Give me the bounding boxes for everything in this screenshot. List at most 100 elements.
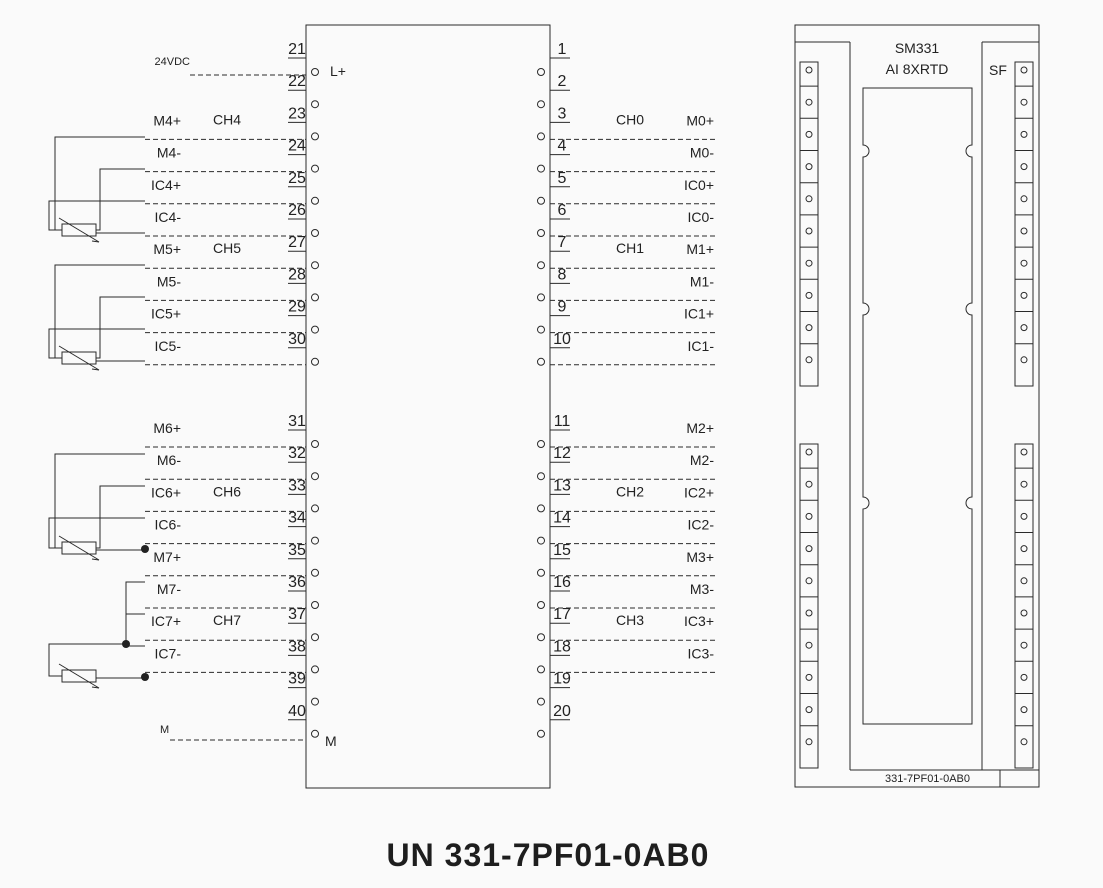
- pin-number: 2: [558, 73, 567, 90]
- screw-terminal-icon: [1020, 577, 1028, 585]
- terminal-32-icon: [311, 472, 319, 481]
- sensor-wire: [48, 200, 145, 231]
- pin-number: 1: [558, 41, 567, 58]
- pin-number: 25: [288, 170, 306, 187]
- signal-label: M3-: [690, 581, 714, 597]
- terminal-26-icon: [311, 229, 319, 237]
- pin-number: 30: [288, 331, 306, 348]
- supply-minus-label: M: [325, 733, 337, 749]
- sensor-wire: [96, 485, 145, 549]
- terminal-5-icon: [537, 196, 545, 205]
- signal-label: M6+: [153, 420, 181, 436]
- ground-label: M: [160, 724, 169, 736]
- terminal-29-icon: [311, 325, 319, 334]
- terminal-11-icon: [537, 440, 545, 448]
- terminal-18-icon: [537, 665, 545, 674]
- terminal-37-icon: [311, 633, 319, 642]
- terminal-row-40: 40: [288, 703, 319, 738]
- terminal-30-icon: [311, 357, 319, 366]
- screw-terminal-icon: [805, 195, 813, 203]
- rtd-arrow-head: [91, 368, 100, 371]
- pin-number: 8: [558, 266, 567, 283]
- channel-label: CH0: [616, 111, 644, 127]
- module-front-view: SM331 AI 8XRTD SF 331-7PF01-0AB0: [794, 24, 1040, 788]
- screw-terminal-icon: [1020, 356, 1028, 364]
- rtd-sensor-icon: [58, 663, 100, 689]
- screw-terminal-icon: [1020, 163, 1028, 171]
- screw-terminal-icon: [805, 641, 813, 649]
- screw-terminal-icon: [805, 448, 813, 456]
- terminal-9-icon: [537, 325, 545, 334]
- signal-label: IC1-: [688, 338, 715, 354]
- screw-terminal-icon: [1020, 512, 1028, 520]
- pin-number: 34: [288, 510, 306, 527]
- terminal-7-icon: [537, 261, 545, 270]
- signal-label: IC5-: [155, 338, 182, 354]
- signal-label: M6-: [157, 452, 181, 468]
- channel-label: CH6: [213, 483, 241, 499]
- junction-dot: [122, 640, 130, 648]
- pin-number: 31: [288, 413, 306, 430]
- rtd-arrow-head: [91, 558, 100, 561]
- terminal-33-icon: [311, 504, 319, 513]
- screw-terminal-icon: [1020, 706, 1028, 714]
- pin-number: 26: [288, 202, 306, 219]
- left-lower-strip: [799, 443, 819, 769]
- pin-number: 12: [553, 445, 571, 462]
- module-type-label: AI 8XRTD: [886, 61, 949, 77]
- pin-number: 11: [554, 413, 571, 430]
- terminal-8-icon: [537, 293, 545, 302]
- pin-number: 33: [288, 477, 306, 494]
- screw-terminal-icon: [805, 738, 813, 746]
- terminal-22-icon: [311, 100, 319, 109]
- rtd-body: [61, 223, 97, 237]
- terminal-39-icon: [311, 697, 319, 706]
- signal-label: M7+: [153, 549, 181, 565]
- pin-number: 13: [553, 477, 571, 494]
- terminal-6-icon: [537, 229, 545, 237]
- pin-number: 38: [288, 638, 306, 655]
- pin-number: 20: [553, 703, 571, 720]
- screw-terminal-icon: [1020, 738, 1028, 746]
- signal-label: IC6+: [151, 484, 181, 500]
- signal-label: M5-: [157, 273, 181, 289]
- signal-label: IC2+: [684, 484, 714, 500]
- signal-label: M2+: [686, 420, 714, 436]
- pin-number: 23: [288, 105, 306, 122]
- module-outline: [794, 24, 1040, 788]
- signal-label: M1+: [686, 241, 714, 257]
- screw-terminal-icon: [1020, 259, 1028, 267]
- pin-number: 36: [288, 574, 306, 591]
- terminal-row-31: 31 M6+: [145, 413, 319, 448]
- terminal-23-icon: [311, 132, 319, 141]
- signal-label: IC0-: [688, 209, 715, 225]
- pin-number: 5: [558, 170, 567, 187]
- pin-number: 27: [288, 234, 306, 251]
- supply-voltage-label: 24VDC: [155, 56, 191, 68]
- pin-number: 9: [558, 299, 567, 316]
- terminal-row-39: 39: [288, 671, 319, 706]
- rtd-arrow-head: [91, 686, 100, 689]
- rtd-arrow: [58, 217, 100, 243]
- terminal-12-icon: [537, 472, 545, 481]
- rtd-arrow: [58, 663, 100, 689]
- signal-label: IC6-: [155, 517, 182, 533]
- module-window: [862, 87, 973, 725]
